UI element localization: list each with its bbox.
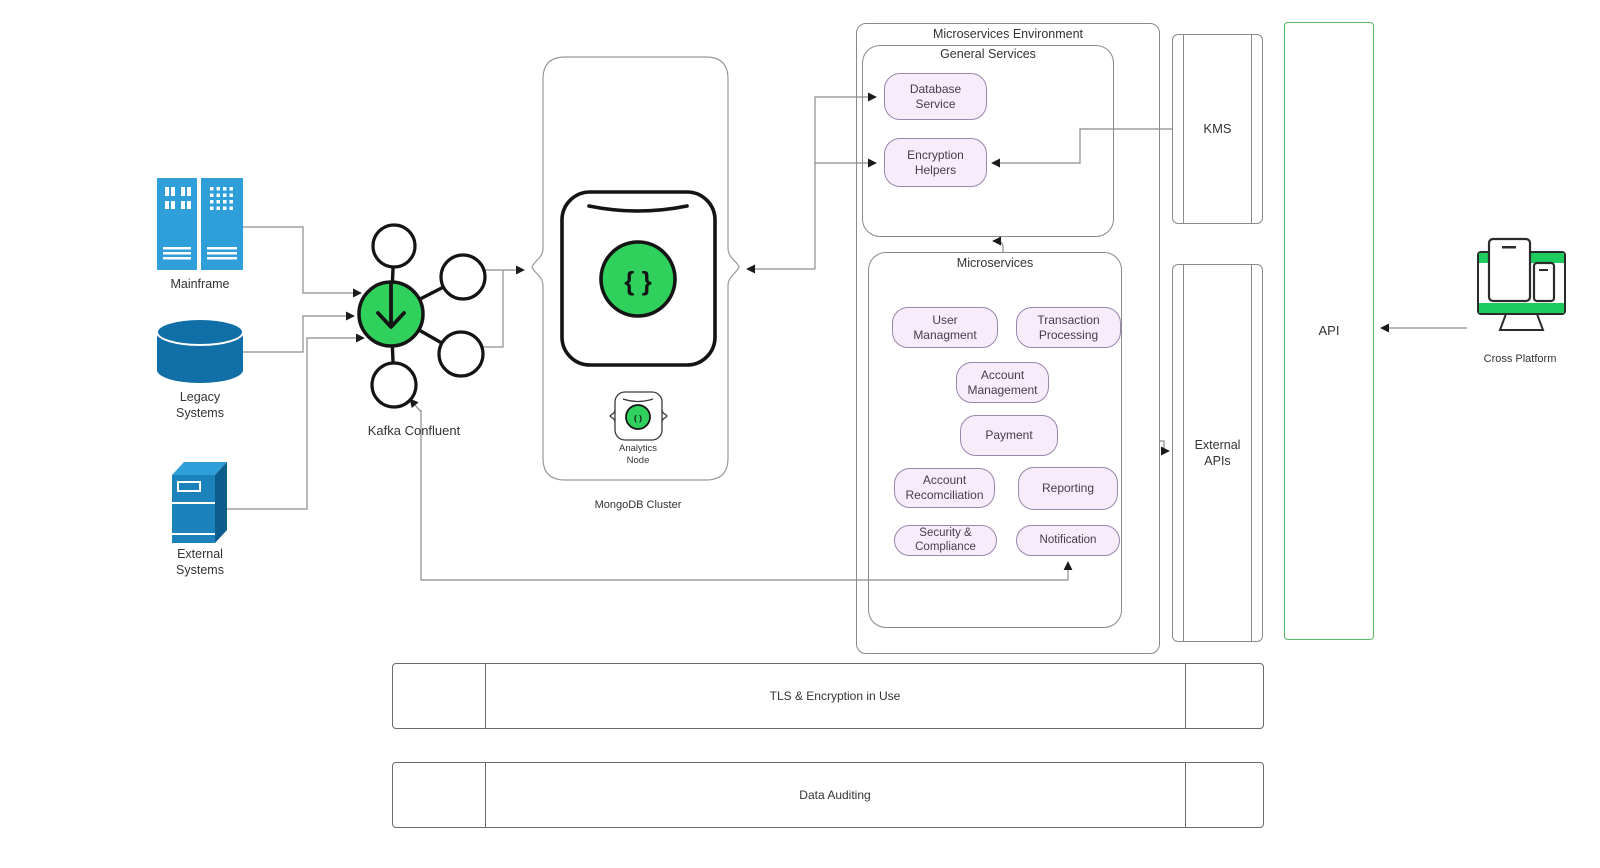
server-divider-1 bbox=[172, 502, 215, 504]
edge-environment-to-external-apis bbox=[1160, 440, 1170, 456]
tls-encryption-banner: TLS & Encryption in Use bbox=[392, 663, 1264, 729]
analytics-node-label: Analytics Node bbox=[618, 443, 657, 467]
service-pill-notification: Notification bbox=[1016, 525, 1120, 556]
mainframe-label: Mainframe bbox=[170, 277, 230, 291]
analytics-node-icon: ( ) bbox=[609, 391, 668, 441]
mongodb-node-circle bbox=[599, 240, 677, 318]
kms-inner-line-right bbox=[1251, 35, 1252, 223]
tls-banner-divider-left bbox=[485, 664, 486, 728]
api-label: API bbox=[1318, 322, 1340, 338]
analytics-node-circle bbox=[625, 404, 651, 430]
monitor-frame bbox=[1477, 251, 1566, 315]
microservices-environment-box bbox=[856, 23, 1160, 654]
cross-platform-label: Cross Platform bbox=[1483, 353, 1557, 365]
analytics-node-frame bbox=[614, 391, 663, 441]
mainframe-tower-left bbox=[157, 178, 197, 270]
kafka-satellite-top bbox=[371, 223, 417, 269]
mongodb-cluster-shape bbox=[531, 56, 740, 481]
service-pill-reporting: Reporting bbox=[1018, 467, 1118, 510]
server-divider-2 bbox=[172, 533, 215, 535]
kafka-satellite-bottom bbox=[370, 361, 418, 409]
mongodb-cluster-label: MongoDB Cluster bbox=[594, 499, 682, 511]
analytics-node-arc bbox=[622, 398, 654, 403]
edge-arrow-into-kafka-bottom bbox=[409, 398, 422, 413]
mongodb-node-frame bbox=[560, 190, 717, 367]
monitor-stand bbox=[1498, 313, 1545, 331]
api-box bbox=[1284, 22, 1374, 640]
edge-mainframe-to-kafka bbox=[243, 226, 362, 298]
mongodb-container-outline bbox=[531, 56, 740, 481]
tls-banner-label: TLS & Encryption in Use bbox=[769, 689, 901, 703]
service-pill-account-management: Account Management bbox=[956, 362, 1049, 403]
monitor-bottom-bar bbox=[1479, 303, 1564, 313]
data-auditing-label: Data Auditing bbox=[799, 788, 871, 802]
edge-legacy-to-kafka bbox=[243, 311, 355, 353]
general-services-title: General Services bbox=[940, 47, 1036, 61]
external-systems-label: External Systems bbox=[176, 547, 224, 578]
kafka-satellite-lower-right bbox=[437, 330, 485, 378]
external-apis-box bbox=[1172, 264, 1263, 642]
microservices-title: Microservices bbox=[956, 256, 1034, 270]
mongodb-node-arc bbox=[587, 204, 689, 213]
monitor-top-bar bbox=[1479, 253, 1564, 263]
mongodb-braces-glyph: { } bbox=[624, 266, 651, 296]
edge-kafka-lower-branch bbox=[482, 270, 504, 348]
data-auditing-banner: Data Auditing bbox=[392, 762, 1264, 828]
tls-banner-divider-right bbox=[1185, 664, 1186, 728]
server-side-face bbox=[215, 462, 227, 543]
cylinder-top bbox=[156, 318, 244, 346]
service-pill-database-service: Database Service bbox=[884, 73, 987, 120]
connector-edges bbox=[227, 92, 1467, 581]
kafka-spokes bbox=[389, 245, 464, 386]
external-apis-label: External APIs bbox=[1194, 437, 1241, 468]
service-pill-encryption-helpers: Encryption Helpers bbox=[884, 138, 987, 187]
legacy-systems-label: Legacy Systems bbox=[176, 390, 224, 421]
kafka-down-arrow bbox=[376, 282, 406, 329]
service-pill-account-recomciliation: Account Recomciliation bbox=[894, 468, 995, 508]
microservices-environment-title: Microservices Environment bbox=[932, 27, 1084, 41]
mainframe-tower-right bbox=[201, 178, 243, 270]
external-server-icon bbox=[172, 462, 227, 543]
data-auditing-divider-left bbox=[485, 763, 486, 827]
server-drawer-slot bbox=[177, 481, 201, 492]
cross-platform-icon bbox=[1477, 237, 1566, 331]
kafka-label: Kafka Confluent bbox=[367, 423, 461, 438]
mainframe-icon bbox=[157, 178, 243, 270]
data-auditing-divider-right bbox=[1185, 763, 1186, 827]
mongodb-node-icon: { } bbox=[560, 190, 717, 367]
kafka-satellite-upper-right bbox=[439, 253, 487, 301]
mainframe-details bbox=[163, 187, 237, 260]
server-front-face bbox=[172, 475, 215, 543]
kafka-hub-circle bbox=[357, 280, 425, 348]
legacy-database-icon bbox=[156, 318, 244, 383]
server-top-face bbox=[172, 462, 227, 475]
external-apis-inner-line-left bbox=[1183, 265, 1184, 641]
analytics-glyph: ( ) bbox=[634, 413, 642, 423]
cylinder-body bbox=[157, 332, 243, 383]
service-pill-transaction-processing: Transaction Processing bbox=[1016, 307, 1121, 348]
kms-box bbox=[1172, 34, 1263, 224]
kms-inner-line-left bbox=[1183, 35, 1184, 223]
kms-label: KMS bbox=[1203, 120, 1232, 136]
analytics-left-brace bbox=[609, 409, 616, 423]
service-pill-user-managment: User Managment bbox=[892, 307, 998, 348]
phone bbox=[1532, 261, 1556, 303]
phone-notch bbox=[1539, 269, 1548, 271]
tablet bbox=[1487, 237, 1532, 303]
external-apis-inner-line-right bbox=[1251, 265, 1252, 641]
kafka-icon bbox=[357, 223, 487, 409]
service-pill-payment: Payment bbox=[960, 415, 1058, 456]
tablet-notch bbox=[1502, 246, 1516, 249]
service-pill-security-compliance: Security & Compliance bbox=[894, 525, 997, 556]
analytics-right-brace bbox=[661, 409, 668, 423]
